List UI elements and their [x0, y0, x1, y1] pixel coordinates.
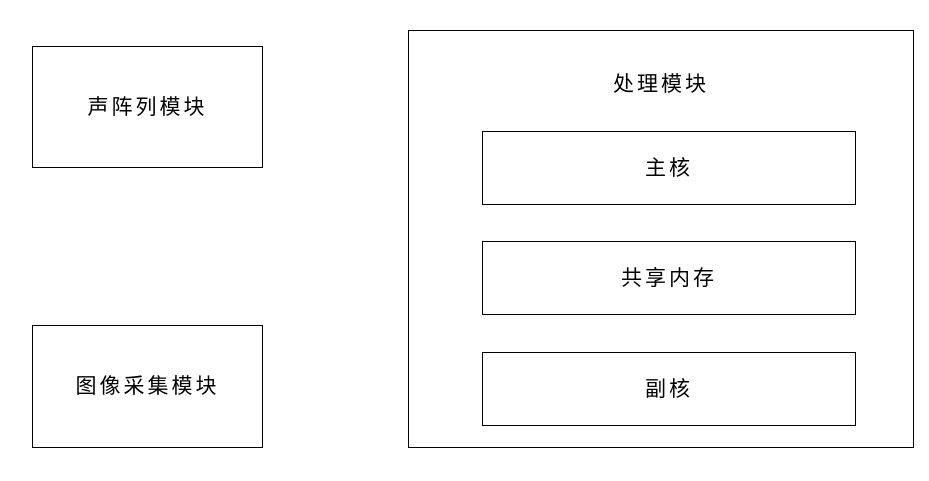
submodule-box-sub-core[interactable]: 副核 [482, 352, 856, 426]
submodule-label-shared-memory: 共享内存 [621, 265, 717, 290]
module-box-image-capture[interactable]: 图像采集模块 [32, 325, 263, 448]
module-box-acoustic-array[interactable]: 声阵列模块 [32, 46, 263, 168]
module-label-processing: 处理模块 [613, 72, 709, 96]
module-label-acoustic-array: 声阵列模块 [87, 94, 208, 119]
submodule-box-shared-memory[interactable]: 共享内存 [482, 241, 856, 315]
submodule-label-main-core: 主核 [645, 155, 693, 180]
submodule-label-sub-core: 副核 [645, 376, 693, 401]
submodule-box-main-core[interactable]: 主核 [482, 131, 856, 205]
module-label-image-capture: 图像采集模块 [75, 374, 220, 398]
